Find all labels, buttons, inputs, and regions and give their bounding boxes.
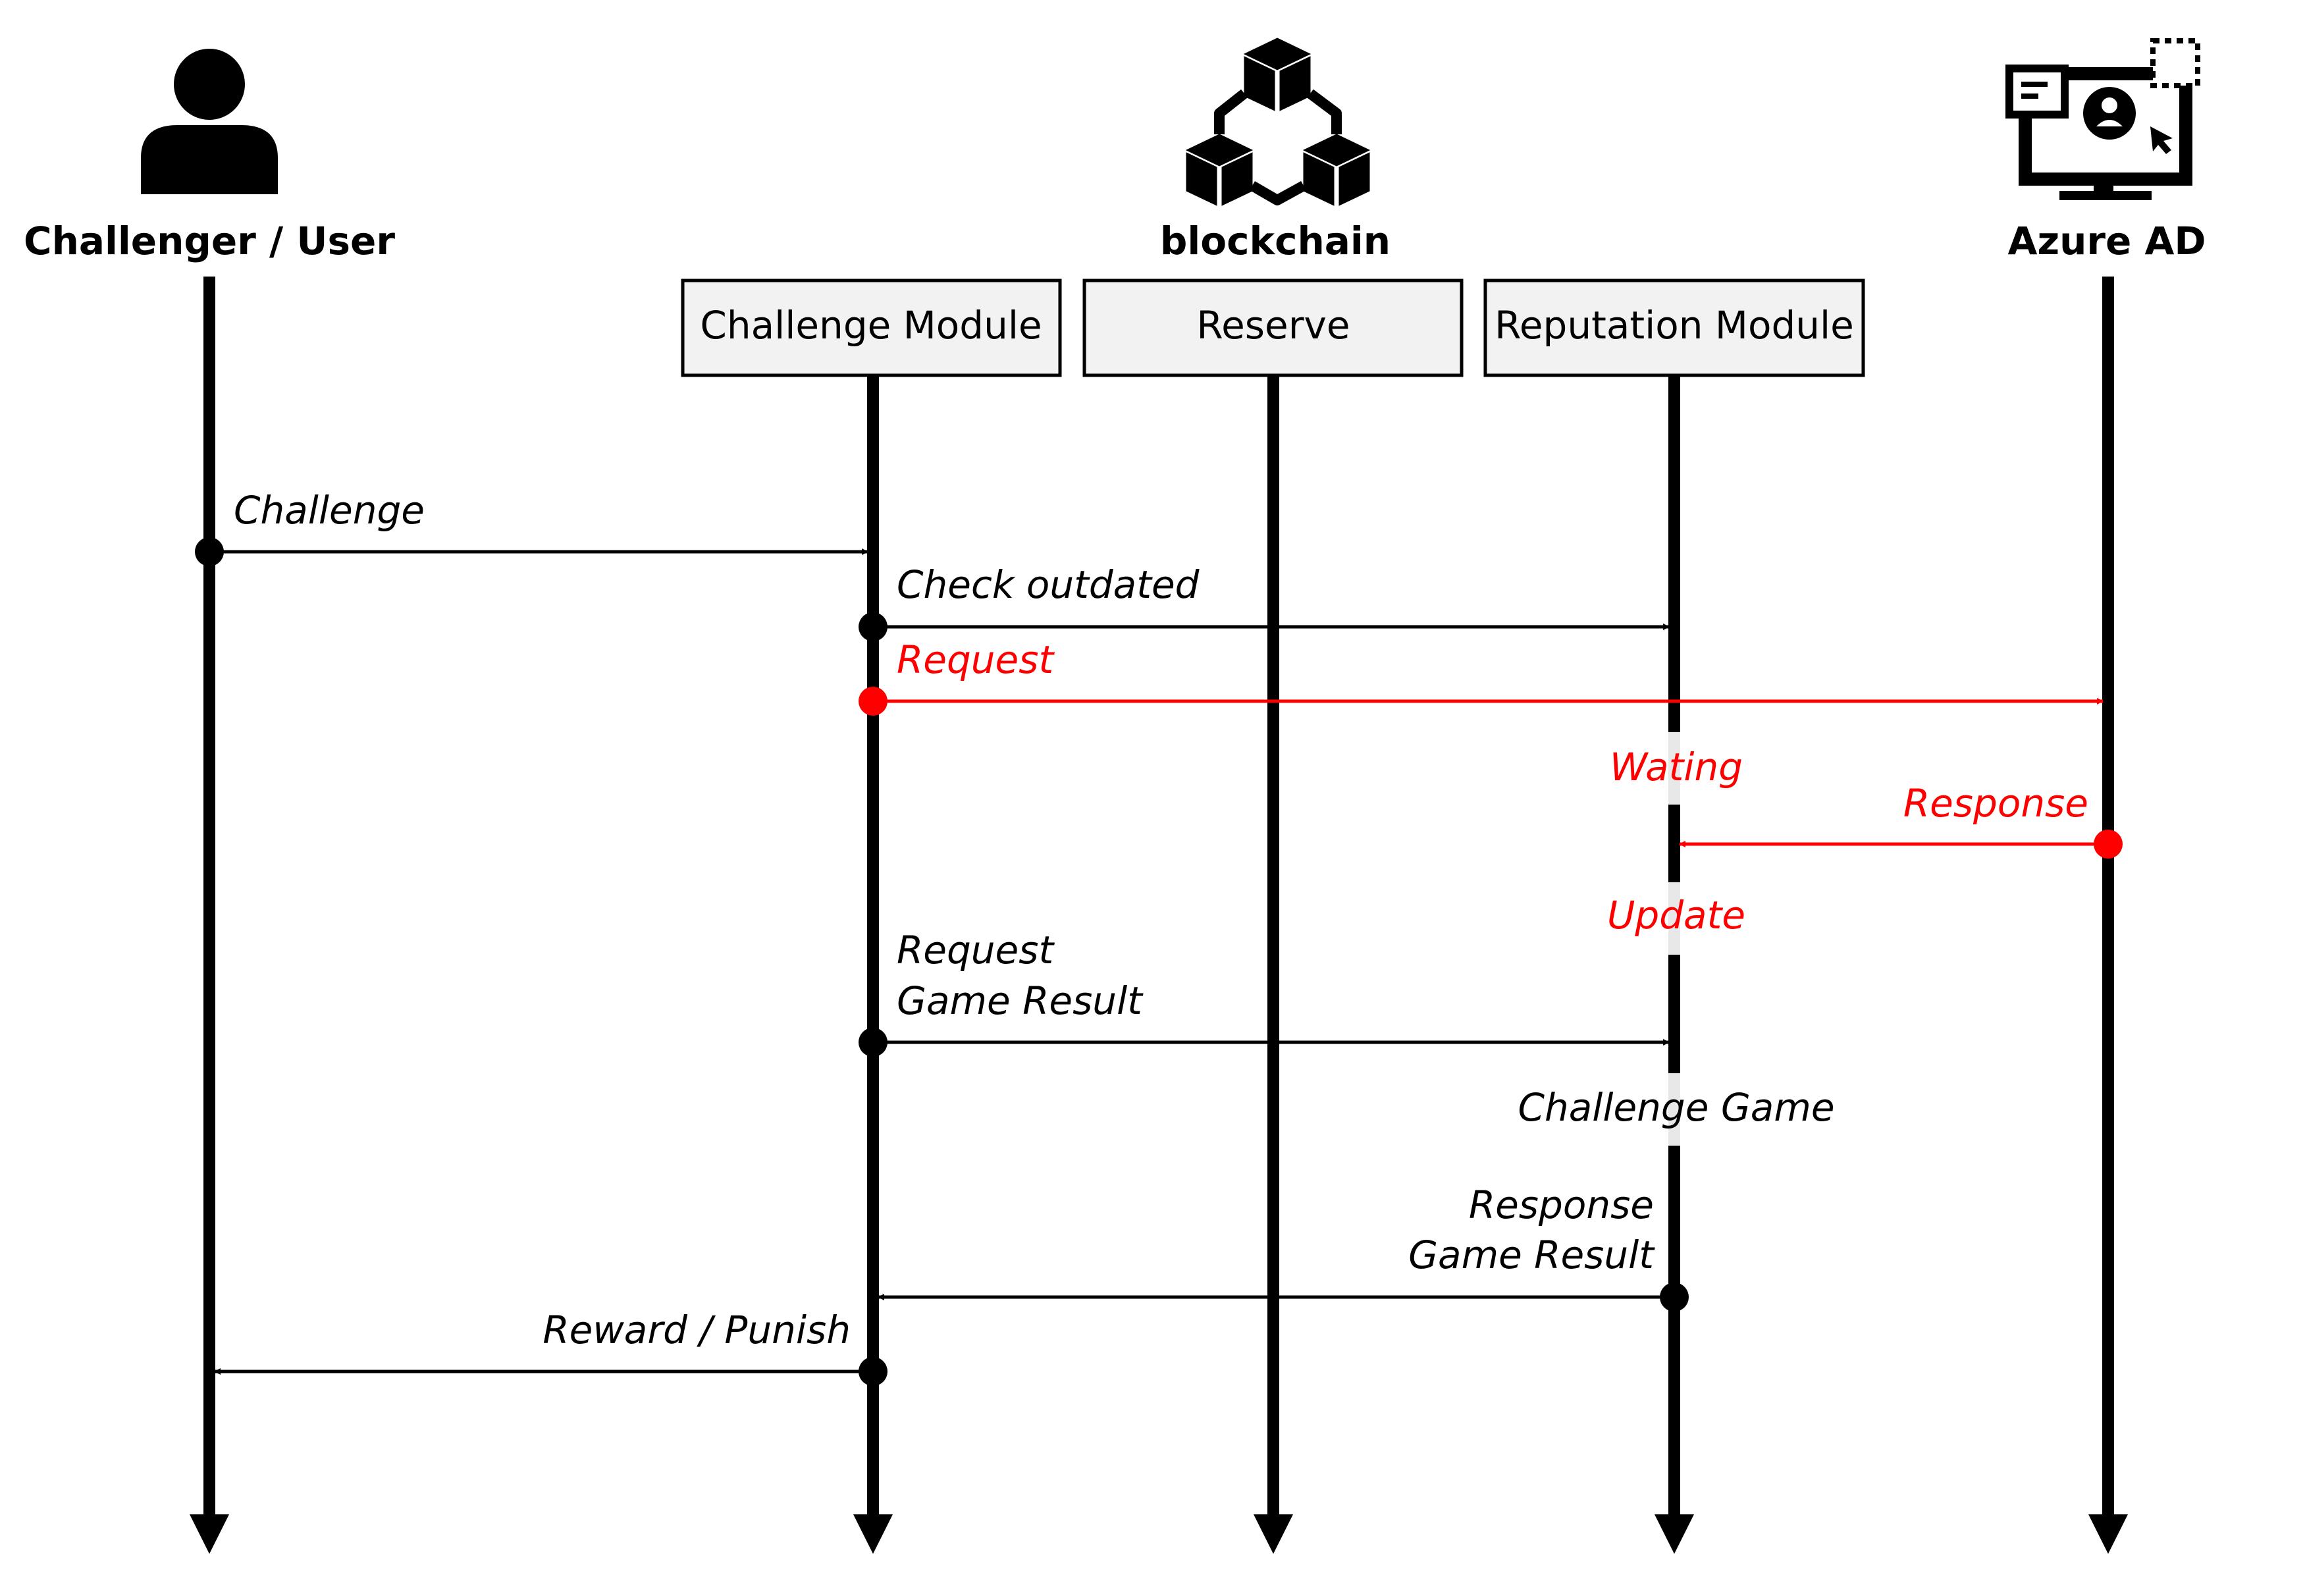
message-reward-punish-label: Reward / Punish: [543, 1308, 851, 1352]
reputation-module-box: Reputation Module: [1483, 279, 1865, 377]
lifeline-user: [190, 277, 229, 1554]
monitor-user-icon: [2005, 38, 2200, 200]
wating-label: Wating: [1610, 745, 1743, 789]
challenge-game-gap: [1668, 1073, 1680, 1146]
message-check-outdated: Check outdated: [859, 562, 1670, 641]
reserve-label: Reserve: [1196, 303, 1350, 348]
lifeline-challenge-module: [853, 375, 893, 1554]
actor-azure-label: Azure AD: [2007, 219, 2206, 263]
update-gap: [1668, 882, 1680, 955]
message-response-label: Response: [1903, 781, 2088, 826]
message-request: Request: [859, 637, 2104, 716]
blockchain-cubes-icon: [1185, 38, 1371, 206]
message-challenge: Challenge: [195, 488, 868, 566]
lifeline-azure: [2088, 277, 2128, 1554]
person-icon: [141, 49, 278, 194]
message-response-game-result-line1: Response: [1469, 1183, 1654, 1227]
message-response: Response: [1679, 781, 2123, 859]
message-request-game-result: Request Game Result: [859, 928, 1670, 1057]
lifeline-reserve: [1254, 375, 1293, 1554]
message-request-game-result-line1: Request: [897, 928, 1055, 972]
message-request-label: Request: [897, 637, 1055, 682]
message-response-game-result: Response Game Result: [878, 1183, 1689, 1312]
message-request-game-result-line2: Game Result: [897, 978, 1144, 1023]
actor-user-label: Challenger / User: [24, 219, 395, 263]
message-reward-punish: Reward / Punish: [214, 1308, 888, 1386]
message-challenge-label: Challenge: [234, 488, 425, 533]
challenge-game-label: Challenge Game: [1518, 1085, 1834, 1130]
lifeline-reputation-module: [1655, 375, 1694, 1554]
challenge-module-box: Challenge Module: [681, 279, 1062, 377]
message-check-outdated-label: Check outdated: [897, 562, 1200, 607]
message-response-game-result-line2: Game Result: [1408, 1233, 1655, 1277]
wating-gap: [1668, 732, 1680, 805]
challenge-module-label: Challenge Module: [700, 303, 1042, 348]
reserve-box: Reserve: [1082, 279, 1464, 377]
update-label: Update: [1607, 893, 1745, 938]
actor-blockchain-label: blockchain: [1160, 219, 1391, 263]
reputation-module-label: Reputation Module: [1495, 303, 1854, 348]
